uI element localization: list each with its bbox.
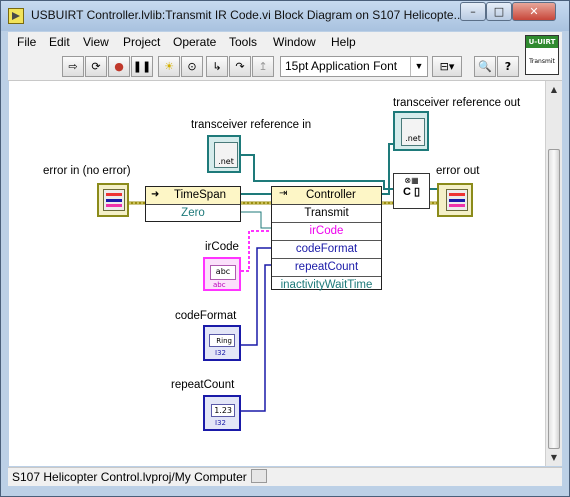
run-arrow-icon[interactable]: ⇨: [62, 56, 84, 77]
wires-layer: [129, 143, 437, 412]
menu-project[interactable]: Project: [123, 35, 161, 49]
close-reference-node[interactable]: ⊗▦ C ▯: [393, 173, 430, 209]
highlight-execution-icon[interactable]: ☀: [158, 56, 180, 77]
align-objects-icon[interactable]: ⊟▾: [432, 56, 462, 77]
timespan-zero[interactable]: Zero: [181, 207, 205, 219]
menu-operate[interactable]: Operate: [173, 35, 217, 49]
connector-pane-icon[interactable]: U-UIRT Transmit: [525, 35, 559, 75]
error-out-indicator[interactable]: [437, 183, 473, 217]
font-selector-value: 15pt Application Font: [285, 59, 398, 73]
window-title: USBUIRT Controller.lvlib:Transmit IR Cod…: [31, 8, 464, 22]
repeatcount-control[interactable]: 1.23 I32: [203, 395, 241, 431]
error-in-label: error in (no error): [43, 165, 131, 177]
connector-icon-top: U-UIRT: [526, 36, 558, 48]
controller-node[interactable]: Controller Transmit irCode codeFormat re…: [271, 186, 382, 291]
timespan-node[interactable]: TimeSpan Zero: [145, 186, 241, 222]
menu-window[interactable]: Window: [273, 35, 316, 49]
horizontal-scroll-splitter[interactable]: [251, 469, 267, 483]
invoke-node-icon: ⇥: [279, 188, 288, 199]
ring-icon: Ring: [209, 334, 235, 347]
project-context: S107 Helicopter Control.lvproj/My Comput…: [12, 470, 247, 484]
toolbar: ⇨ ⟳ ● ❚❚ ☀ ⊙ ↳ ↷ ↥ 15pt Application Font…: [8, 52, 562, 81]
ircode-label: irCode: [205, 241, 239, 253]
net-icon: .net: [401, 118, 425, 146]
step-out-icon[interactable]: ↥: [252, 56, 274, 77]
error-in-terminal[interactable]: [97, 183, 129, 217]
repeatcount-label: repeatCount: [171, 379, 235, 391]
search-icon[interactable]: 🔍: [474, 56, 496, 77]
minimize-button[interactable]: –: [460, 2, 486, 21]
net-close-icon: ⊗▦: [404, 176, 419, 185]
close-button[interactable]: ✕: [512, 2, 556, 21]
pause-icon[interactable]: ❚❚: [131, 56, 153, 77]
int-wire[interactable]: [241, 247, 271, 412]
menu-edit[interactable]: Edit: [49, 35, 70, 49]
title-bar[interactable]: USBUIRT Controller.lvlib:Transmit IR Cod…: [1, 1, 569, 31]
param-repeatcount[interactable]: repeatCount: [272, 258, 381, 276]
string-type-icon: abc: [213, 281, 226, 289]
error-out-label: error out: [436, 165, 480, 177]
menu-tools[interactable]: Tools: [229, 35, 258, 49]
i32-type-icon: I32: [215, 419, 226, 427]
net-icon: .net: [214, 142, 238, 168]
cluster-icon: [103, 189, 125, 211]
cluster-icon: [446, 189, 468, 211]
numeric-icon: 1.23: [211, 404, 235, 417]
timespan-header: TimeSpan: [146, 187, 240, 205]
step-into-icon[interactable]: ↳: [206, 56, 228, 77]
transceiver-out-label: transceiver reference out: [393, 97, 521, 109]
step-over-icon[interactable]: ↷: [229, 56, 251, 77]
chevron-down-icon: ▼: [410, 57, 427, 76]
controller-header: Controller: [272, 187, 381, 205]
run-continuously-icon[interactable]: ⟳: [85, 56, 107, 77]
scrollbar-thumb[interactable]: [548, 149, 560, 449]
transceiver-in-terminal[interactable]: .net: [207, 135, 241, 173]
property-arrow-icon: ➜: [151, 189, 160, 200]
string-wire[interactable]: [241, 230, 271, 272]
maximize-button[interactable]: □: [486, 2, 512, 21]
param-inactivitywaittime[interactable]: inactivityWaitTime: [272, 276, 381, 294]
connector-icon-bottom: Transmit: [529, 58, 555, 65]
scroll-down-icon[interactable]: ▼: [550, 453, 558, 462]
doc-icon: C ▯: [402, 186, 421, 198]
ircode-control[interactable]: abc abc: [203, 257, 241, 291]
codeformat-label: codeFormat: [175, 310, 237, 322]
menu-help[interactable]: Help: [331, 35, 356, 49]
retain-wire-values-icon[interactable]: ⊙: [181, 56, 203, 77]
context-help-icon[interactable]: ?: [497, 56, 519, 77]
codeformat-control[interactable]: Ring I32: [203, 325, 241, 361]
menu-bar: File Edit View Project Operate Tools Win…: [8, 32, 562, 52]
menu-file[interactable]: File: [17, 35, 37, 49]
menu-view[interactable]: View: [83, 35, 109, 49]
vertical-scrollbar[interactable]: ▲ ▼: [545, 81, 562, 466]
status-bar: S107 Helicopter Control.lvproj/My Comput…: [8, 467, 562, 486]
scroll-up-icon[interactable]: ▲: [550, 85, 558, 94]
param-codeformat[interactable]: codeFormat: [272, 240, 381, 258]
labview-vi-icon: [8, 8, 24, 24]
param-ircode[interactable]: irCode: [272, 222, 381, 240]
abort-icon[interactable]: ●: [108, 56, 130, 77]
i32-type-icon: I32: [215, 349, 226, 357]
method-transmit[interactable]: Transmit: [304, 207, 349, 219]
font-selector[interactable]: 15pt Application Font ▼: [280, 56, 428, 77]
block-diagram-canvas[interactable]: error in (no error) transceiver referenc…: [9, 81, 545, 466]
transceiver-in-label: transceiver reference in: [191, 119, 312, 131]
string-icon: abc: [210, 265, 236, 280]
transceiver-out-indicator[interactable]: .net: [393, 111, 429, 151]
